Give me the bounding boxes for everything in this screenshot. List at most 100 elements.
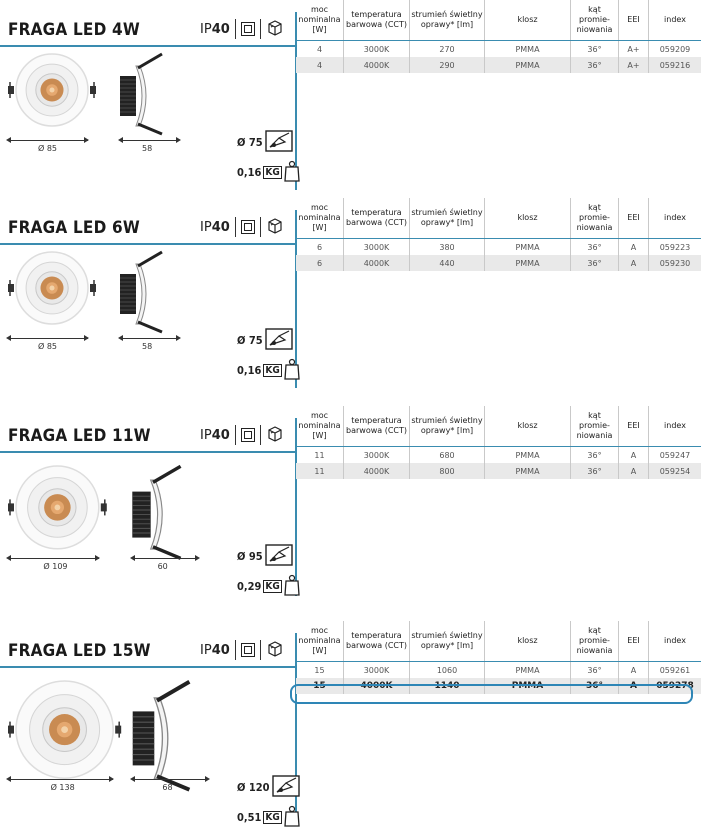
cutout-spec: Ø 75 [237, 328, 293, 353]
column-header: kąt promie-niowania [570, 198, 619, 239]
table-cell: 6 [296, 255, 344, 271]
column-header: index [648, 406, 701, 447]
table-cell: 380 [409, 238, 485, 255]
table-cell: 3000K [343, 446, 410, 463]
table-cell: 1140 [409, 678, 485, 694]
side-dimension: 68 [162, 783, 173, 792]
side-dimension: 58 [142, 342, 153, 351]
column-header: kąt promie-niowania [570, 0, 619, 41]
product-title: FRAGA LED 15W [8, 641, 151, 661]
surface-mount-icon [266, 216, 284, 238]
side-view-image [130, 679, 195, 796]
column-header: kąt promie-niowania [570, 406, 619, 447]
specs-table: moc nominalna [W]temperatura barwowa (CC… [296, 0, 701, 73]
column-header: temperatura barwowa (CCT) [343, 0, 410, 41]
table-cell: 3000K [343, 40, 410, 57]
column-header: EEI [618, 198, 649, 239]
table-cell: A+ [618, 57, 649, 73]
side-dimension: 60 [157, 562, 168, 571]
column-header: strumień świetlny oprawy* [lm] [409, 198, 485, 239]
table-cell: 4000K [343, 463, 410, 479]
column-header: EEI [618, 406, 649, 447]
front-view-image [6, 679, 123, 784]
specs-table: moc nominalna [W]temperatura barwowa (CC… [296, 621, 701, 694]
table-cell: 36° [570, 238, 619, 255]
table-cell: PMMA [484, 446, 571, 463]
table-cell: PMMA [484, 661, 571, 678]
table-cell: PMMA [484, 238, 571, 255]
column-header: temperatura barwowa (CCT) [343, 621, 410, 662]
product-title: FRAGA LED 6W [8, 218, 140, 238]
cutout-icon [271, 775, 300, 800]
table-cell: 3000K [343, 661, 410, 678]
table-cell: 059261 [648, 661, 701, 678]
table-cell: 6 [316, 242, 323, 252]
front-view-image [6, 52, 98, 132]
table-cell: PMMA [484, 40, 571, 57]
class-ii-icon [240, 22, 255, 36]
surface-mount-icon [266, 424, 284, 446]
specs-table: moc nominalna [W]temperatura barwowa (CC… [296, 406, 701, 479]
cutout-icon [264, 328, 293, 353]
table-cell: 3000K [343, 238, 410, 255]
table-cell: 270 [409, 40, 485, 57]
column-header: temperatura barwowa (CCT) [343, 198, 410, 239]
column-header: klosz [484, 198, 571, 239]
table-cell: 36° [570, 446, 619, 463]
column-header: kąt promie-niowania [570, 621, 619, 662]
table-cell: 11 [296, 463, 344, 479]
front-dimension: Ø 85 [38, 144, 58, 153]
specs-table: moc nominalna [W]temperatura barwowa (CC… [296, 198, 701, 271]
front-view-image [6, 250, 98, 330]
table-cell: 059247 [648, 446, 701, 463]
table-cell: A [618, 446, 649, 463]
column-header: EEI [618, 621, 649, 662]
table-cell: A [618, 678, 649, 694]
table-cell: PMMA [484, 463, 571, 479]
column-header: klosz [484, 621, 571, 662]
table-cell: 11 [314, 450, 325, 460]
cutout-spec: Ø 75 [237, 130, 293, 155]
front-dimension: Ø 138 [50, 783, 75, 792]
weight-icon [284, 160, 300, 185]
product-title: FRAGA LED 11W [8, 426, 151, 446]
weight-icon [284, 358, 300, 383]
surface-mount-icon [266, 639, 284, 661]
product-title: FRAGA LED 4W [8, 20, 140, 40]
column-header: moc nominalna [W] [296, 406, 344, 447]
weight-icon [284, 805, 300, 830]
table-cell: 4 [296, 57, 344, 73]
front-view-image [6, 464, 109, 555]
table-cell: 059230 [648, 255, 701, 271]
cutout-icon [264, 130, 293, 155]
table-cell: 059209 [648, 40, 701, 57]
column-header: moc nominalna [W] [296, 198, 344, 239]
cutout-spec: Ø 95 [237, 544, 293, 569]
table-cell: 680 [409, 446, 485, 463]
side-view-image [118, 250, 166, 338]
column-header: strumień świetlny oprawy* [lm] [409, 0, 485, 41]
ip-rating: IP40 [200, 424, 284, 446]
column-header: index [648, 621, 701, 662]
ip-rating: IP40 [200, 639, 284, 661]
class-ii-icon [240, 643, 255, 657]
column-header: index [648, 198, 701, 239]
table-cell: 15 [296, 678, 344, 694]
column-header: index [648, 0, 701, 41]
class-ii-icon [240, 220, 255, 234]
table-cell: 4000K [343, 57, 410, 73]
